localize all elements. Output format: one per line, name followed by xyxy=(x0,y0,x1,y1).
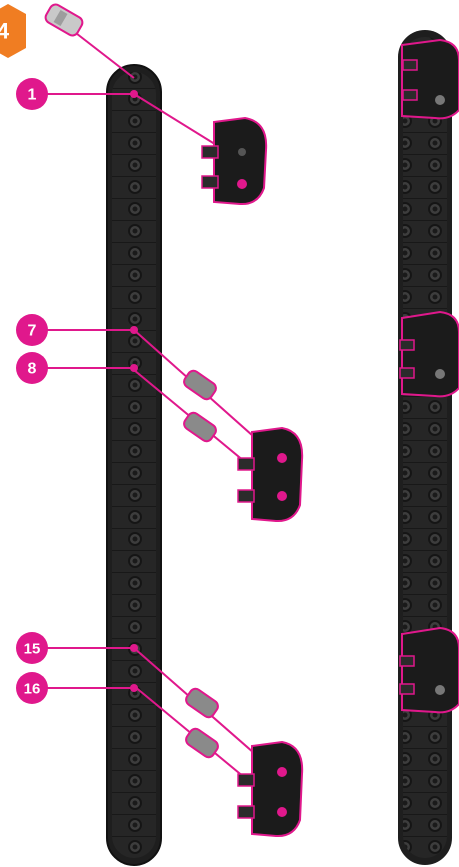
step-badge: 4 xyxy=(0,4,26,58)
step-number: 4 xyxy=(0,19,10,44)
callout-1-label: 1 xyxy=(28,87,37,104)
pin-8 xyxy=(182,410,219,443)
callout-8-label: 8 xyxy=(28,361,37,378)
beam-right-holes xyxy=(403,37,447,858)
callout-7: 7 xyxy=(16,314,48,346)
beam-left xyxy=(107,65,161,865)
beam-left-holes xyxy=(112,72,156,858)
callout-16: 16 xyxy=(16,672,48,704)
callout-16-label: 16 xyxy=(24,681,41,698)
right-connector-middle xyxy=(400,312,459,396)
right-connector-bottom xyxy=(400,628,459,712)
callout-7-label: 7 xyxy=(28,323,37,340)
right-connector-top xyxy=(402,40,459,118)
pin-15 xyxy=(184,686,221,719)
callout-8: 8 xyxy=(16,352,48,384)
callout-1: 1 xyxy=(16,78,48,110)
beam-right xyxy=(398,30,452,865)
pin-7 xyxy=(182,368,219,401)
top-pin xyxy=(43,2,134,78)
callout-15: 15 xyxy=(16,632,48,664)
callout-15-label: 15 xyxy=(24,641,41,658)
